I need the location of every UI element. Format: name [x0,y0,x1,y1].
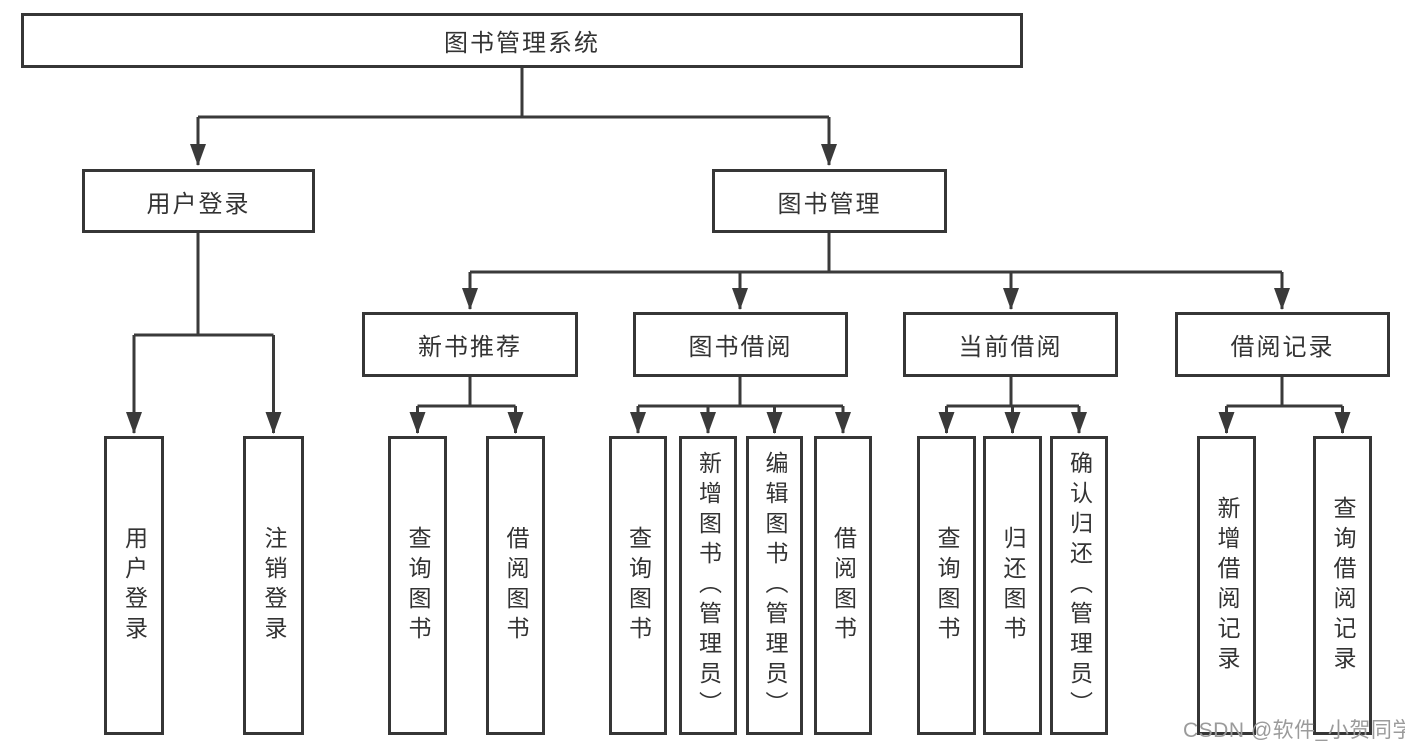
node-label: 新书推荐 [418,334,522,361]
node-label: 用户登录 [146,190,251,218]
node-label: 借阅图书 [830,525,857,646]
node-label: 图书管理 [777,190,882,218]
node-book-management: 图书管理 [712,169,947,233]
leaf-user-login: 用户登录 [104,436,164,735]
leaf-edit-books-admin: 编辑图书（管理员） [746,436,803,735]
leaf-borrow-books-borrowing: 借阅图书 [814,436,872,735]
leaf-borrow-books-recommend: 借阅图书 [486,436,545,735]
node-label: 当前借阅 [958,334,1063,361]
node-label: 图书管理系统 [444,30,600,57]
leaf-return-books: 归还图书 [983,436,1042,735]
node-label: 查询借阅记录 [1330,495,1356,676]
node-label: 新增图书（管理员） [695,450,722,721]
node-root-library-management-system: 图书管理系统 [21,13,1023,68]
watermark: CSDN @软件_小贺同学 [1183,719,1405,742]
node-label: 用户登录 [121,525,148,646]
node-label: 查询图书 [625,525,652,646]
node-label: 编辑图书（管理员） [762,450,788,721]
node-label: 注销登录 [261,525,287,646]
leaf-query-books-current: 查询图书 [917,436,976,735]
node-label: 借阅记录 [1230,334,1335,361]
node-label: 查询图书 [405,525,431,646]
node-label: 新增借阅记录 [1214,495,1240,676]
leaf-query-borrow-record: 查询借阅记录 [1313,436,1372,735]
node-new-book-recommendation: 新书推荐 [362,312,578,377]
leaf-add-borrow-record: 新增借阅记录 [1197,436,1256,735]
node-label: 归还图书 [1000,525,1026,646]
node-label: 图书借阅 [688,334,793,361]
leaf-query-books-recommend: 查询图书 [388,436,447,735]
node-user-login: 用户登录 [82,169,315,233]
node-current-borrowing: 当前借阅 [903,312,1118,377]
node-book-borrowing: 图书借阅 [633,312,848,377]
leaf-add-books-admin: 新增图书（管理员） [679,436,737,735]
node-label: 查询图书 [934,525,960,646]
leaf-confirm-return-admin: 确认归还（管理员） [1050,436,1108,735]
node-label: 确认归还（管理员） [1066,450,1093,721]
leaf-query-books-borrowing: 查询图书 [609,436,667,735]
node-label: 借阅图书 [503,525,529,646]
leaf-logout: 注销登录 [243,436,304,735]
node-borrowing-records: 借阅记录 [1175,312,1390,377]
